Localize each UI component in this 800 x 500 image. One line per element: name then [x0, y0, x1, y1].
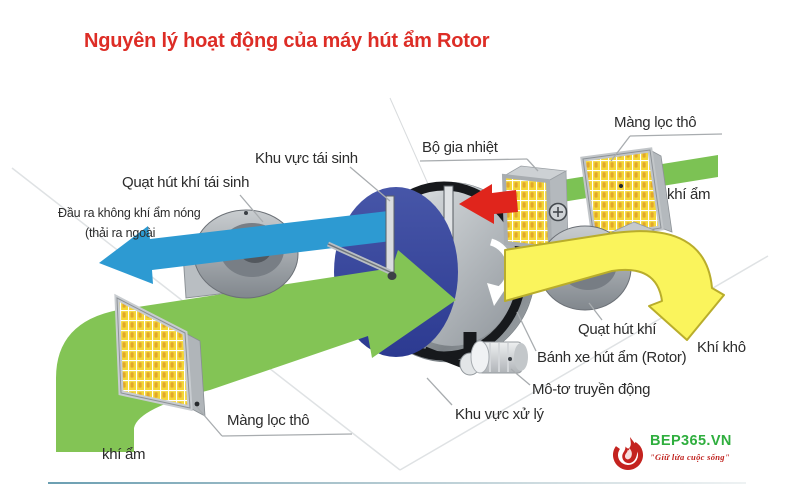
motor-assembly [423, 332, 528, 376]
brand-name: BEP365.VN [650, 433, 732, 449]
coarse-filter-top-panel [580, 147, 673, 241]
heater-box [459, 165, 569, 251]
brand-logo: BEP365.VN "Giữ lửa cuộc sống" [612, 434, 732, 472]
dry-air-arrow [504, 230, 725, 341]
label-heater: Bộ gia nhiệt [422, 139, 498, 156]
label-coarse-filter-bottom: Màng lọc thô [227, 412, 310, 429]
label-humid-air-right: khí ẩm [667, 186, 711, 203]
label-air-fan: Quạt hút khí [578, 321, 657, 338]
page-title: Nguyên lý hoạt động của máy hút ẩm Rotor [84, 30, 490, 52]
bottom-divider [48, 482, 746, 484]
leader-lines [196, 133, 723, 437]
label-humid-air-bottom: khí ẩm [102, 446, 146, 463]
coarse-filter-bottom-panel [114, 293, 206, 417]
label-coarse-filter-top: Màng lọc thô [614, 114, 697, 131]
label-dry-air: Khí khô [697, 339, 746, 356]
label-processing-area: Khu vực xử lý [455, 406, 544, 423]
power-symbol-icon [548, 202, 568, 222]
heated-air-arrow [459, 184, 518, 224]
label-regeneration-fan: Quạt hút khí tái sinh [122, 174, 250, 191]
flame-icon [613, 437, 643, 470]
label-regeneration-area: Khu vực tái sinh [255, 150, 358, 167]
brand-tagline: "Giữ lửa cuộc sống" [650, 451, 730, 462]
regeneration-sector [326, 195, 397, 280]
hot-air-exhaust-arrow [99, 211, 391, 284]
label-drive-motor: Mô-tơ truyền động [532, 381, 651, 398]
label-rotor-wheel: Bánh xe hút ẩm (Rotor) [537, 349, 687, 366]
label-hot-air-outlet-line1: Đầu ra không khí ẩm nóng [58, 206, 201, 220]
label-hot-air-outlet-line2: (thải ra ngoài [85, 226, 156, 240]
